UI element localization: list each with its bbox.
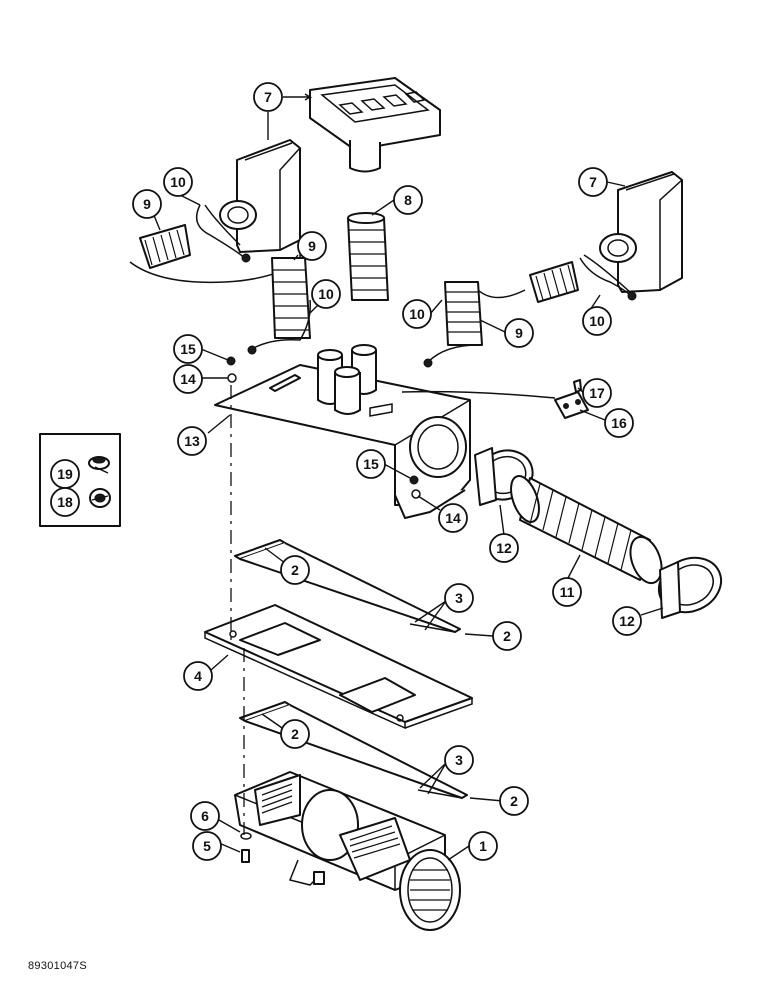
washer-left — [227, 373, 237, 383]
svg-text:9: 9 — [143, 196, 151, 212]
callout-2-upper-right: 2 — [492, 621, 522, 651]
hose-strap-left-top — [195, 204, 251, 263]
svg-text:2: 2 — [291, 562, 299, 578]
svg-text:10: 10 — [170, 174, 186, 190]
svg-text:9: 9 — [308, 238, 316, 254]
callout-7-right: 7 — [578, 167, 608, 197]
callout-10-center-left: 10 — [311, 279, 341, 309]
callout-6: 6 — [190, 801, 220, 831]
svg-text:10: 10 — [589, 313, 605, 329]
callout-9-right: 9 — [504, 318, 534, 348]
control-cable — [401, 390, 556, 399]
svg-text:10: 10 — [318, 286, 334, 302]
grommet-a — [88, 456, 110, 470]
blower-assembly — [234, 771, 461, 931]
svg-text:14: 14 — [445, 510, 461, 526]
flexible-duct — [510, 475, 663, 585]
leader-lines — [91, 93, 664, 861]
callout-1: 1 — [468, 831, 498, 861]
nut-left — [226, 356, 236, 366]
svg-text:3: 3 — [455, 590, 463, 606]
svg-text:3: 3 — [455, 752, 463, 768]
svg-text:10: 10 — [409, 306, 425, 322]
callout-7-top: 7 — [253, 82, 283, 112]
callout-11: 11 — [552, 577, 582, 607]
callout-18: 18 — [50, 487, 80, 517]
callout-5: 5 — [192, 831, 222, 861]
callout-16: 16 — [604, 408, 634, 438]
flex-hose-center-right — [444, 281, 526, 346]
callout-8: 8 — [393, 185, 423, 215]
svg-text:5: 5 — [203, 838, 211, 854]
plenum-housing — [214, 344, 471, 519]
callout-3-upper: 3 — [444, 583, 474, 613]
svg-text:16: 16 — [611, 415, 627, 431]
svg-text:4: 4 — [194, 668, 202, 684]
screw-small — [241, 849, 250, 863]
callout-9-center: 9 — [297, 231, 327, 261]
flex-hose-center-left — [271, 257, 311, 339]
svg-text:1: 1 — [479, 838, 487, 854]
air-louver-left — [219, 139, 301, 253]
callout-10-center-right: 10 — [402, 299, 432, 329]
mounting-bracket — [554, 391, 589, 419]
hose-strap-center-left — [247, 299, 312, 355]
callout-17: 17 — [582, 378, 612, 408]
callout-3-lower: 3 — [444, 745, 474, 775]
callout-19: 19 — [50, 459, 80, 489]
reference-code: 89301047S — [28, 960, 87, 972]
svg-text:13: 13 — [184, 433, 200, 449]
svg-text:19: 19 — [57, 466, 73, 482]
hose-strap-right — [579, 254, 637, 301]
callout-2-lower-right: 2 — [499, 786, 529, 816]
air-louver-top — [309, 77, 441, 173]
callout-2-lower: 2 — [280, 719, 310, 749]
callout-14-left: 14 — [173, 364, 203, 394]
nut-right — [409, 475, 419, 485]
svg-text:2: 2 — [291, 726, 299, 742]
svg-text:9: 9 — [515, 325, 523, 341]
svg-text:12: 12 — [496, 540, 512, 556]
svg-text:15: 15 — [180, 341, 196, 357]
callout-13: 13 — [177, 426, 207, 456]
air-louver-right — [599, 171, 683, 293]
callout-12-upper: 12 — [489, 533, 519, 563]
svg-text:2: 2 — [503, 628, 511, 644]
flex-hose-center — [347, 212, 389, 301]
svg-text:2: 2 — [510, 793, 518, 809]
svg-text:18: 18 — [57, 494, 73, 510]
callout-12-lower: 12 — [612, 606, 642, 636]
svg-text:15: 15 — [363, 456, 379, 472]
callout-10-right: 10 — [582, 306, 612, 336]
mounting-plate — [204, 604, 473, 730]
svg-text:7: 7 — [589, 174, 597, 190]
hose-clamp-lower — [657, 556, 723, 619]
callout-15-left: 15 — [173, 334, 203, 364]
flex-hose-right — [529, 261, 579, 303]
svg-text:12: 12 — [619, 613, 635, 629]
washer-small — [240, 832, 252, 840]
washer-right — [411, 489, 421, 499]
svg-text:8: 8 — [404, 192, 412, 208]
callout-14-right: 14 — [438, 503, 468, 533]
svg-text:6: 6 — [201, 808, 209, 824]
callout-15-right: 15 — [356, 449, 386, 479]
svg-text:17: 17 — [589, 385, 605, 401]
callout-9-left: 9 — [132, 189, 162, 219]
callout-2-upper: 2 — [280, 555, 310, 585]
svg-text:14: 14 — [180, 371, 196, 387]
svg-text:7: 7 — [264, 89, 272, 105]
callout-10-left: 10 — [163, 167, 193, 197]
callout-4: 4 — [183, 661, 213, 691]
svg-text:11: 11 — [560, 584, 575, 600]
hose-strap-center-right — [423, 344, 479, 368]
